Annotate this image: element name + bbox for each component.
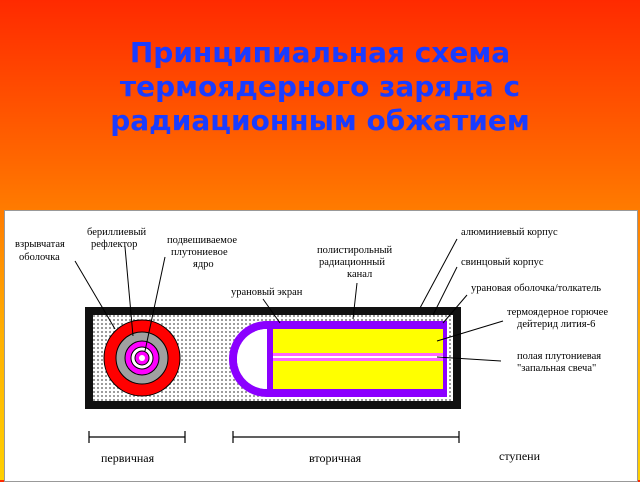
- label-plutonium-core-2: плутониевое: [171, 247, 228, 258]
- uranium-screen-inner: [237, 329, 267, 389]
- title-line-2: термоядерного заряда с: [119, 70, 521, 103]
- label-polystyrene-3: канал: [347, 269, 372, 280]
- label-explosive-2: оболочка: [19, 252, 60, 263]
- label-fuel-1: термоядерное горючее: [507, 307, 608, 318]
- label-uranium-shell: урановая оболочка/толкатель: [471, 283, 601, 294]
- spark-plug-core: [273, 356, 443, 358]
- title-line-1: Принципиальная схема: [129, 36, 511, 69]
- label-fuel-2: дейтерид лития-6: [517, 319, 595, 330]
- fusion-fuel-lower: [273, 361, 443, 389]
- label-spark-plug-1: полая плутониевая: [517, 351, 601, 362]
- label-plutonium-core-1: подвешиваемое: [167, 235, 237, 246]
- label-explosive-1: взрывчатая: [15, 239, 65, 250]
- label-beryllium-2: рефлектор: [91, 239, 137, 250]
- label-stage-secondary: вторичная: [309, 451, 362, 465]
- diagram-panel: взрывчатая оболочка бериллиевый рефлекто…: [4, 210, 638, 482]
- label-aluminum-case: алюминиевый корпус: [461, 227, 558, 238]
- label-beryllium-1: бериллиевый: [87, 227, 147, 238]
- label-lead-case: свинцовый корпус: [461, 257, 544, 268]
- page-title: Принципиальная схема термоядерного заряд…: [0, 36, 640, 138]
- label-polystyrene-1: полистирольный: [317, 245, 393, 256]
- fusion-fuel-upper: [273, 329, 443, 353]
- label-stages: ступени: [499, 449, 541, 463]
- label-uranium-screen: урановый экран: [231, 287, 303, 298]
- core-center: [139, 355, 145, 361]
- label-plutonium-core-3: ядро: [193, 259, 214, 270]
- label-polystyrene-2: радиационный: [319, 257, 385, 268]
- title-line-3: радиационным обжатием: [110, 104, 530, 137]
- bomb-diagram: взрывчатая оболочка бериллиевый рефлекто…: [15, 227, 608, 465]
- uranium-screen: [229, 321, 267, 397]
- label-stage-primary: первичная: [101, 451, 155, 465]
- label-spark-plug-2: "запальная свеча": [517, 363, 596, 374]
